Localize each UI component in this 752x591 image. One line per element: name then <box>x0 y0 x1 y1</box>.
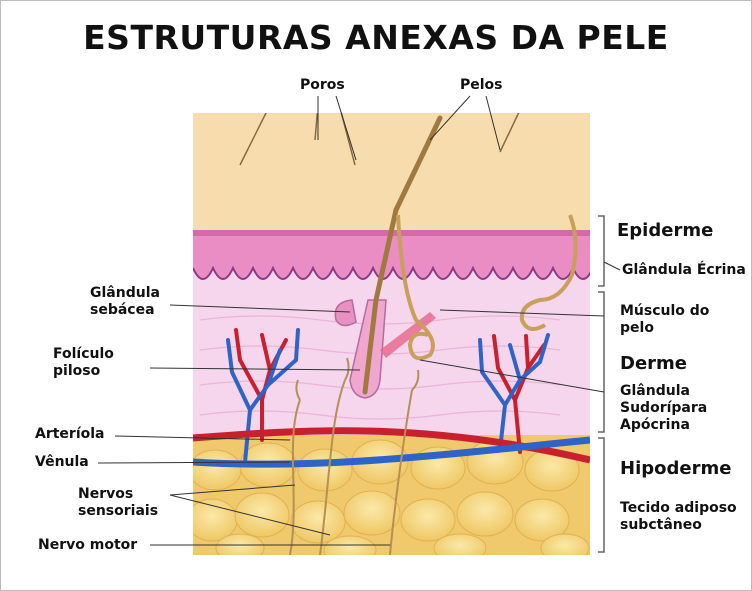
skin-surface <box>193 113 590 233</box>
label-glandula-sebacea: Glândula sebácea <box>90 285 160 319</box>
label-epiderme: Epiderme <box>617 222 713 239</box>
label-nervo-motor: Nervo motor <box>38 537 137 554</box>
label-poros: Poros <box>300 77 345 94</box>
derme-bracket <box>598 292 604 432</box>
label-venula: Vênula <box>35 454 89 471</box>
label-nervos-sensoriais: Nervos sensoriais <box>78 486 158 520</box>
label-derme: Derme <box>620 355 687 372</box>
label-musculo-pelo: Músculo do pelo <box>620 303 709 337</box>
label-tecido-adiposo: Tecido adiposo subctâneo <box>620 500 737 534</box>
hipoderme-bracket <box>598 438 604 552</box>
label-hipoderme: Hipoderme <box>620 460 731 477</box>
label-arteriola: Arteríola <box>35 426 105 443</box>
label-glandula-ecrina: Glândula Écrina <box>622 262 746 279</box>
label-foliculo-piloso: Folículo piloso <box>53 346 114 380</box>
label-glandula-apocrina: Glândula Sudorípara Apócrina <box>620 383 707 434</box>
label-pelos: Pelos <box>460 77 503 94</box>
epiderme-bracket <box>598 216 604 286</box>
